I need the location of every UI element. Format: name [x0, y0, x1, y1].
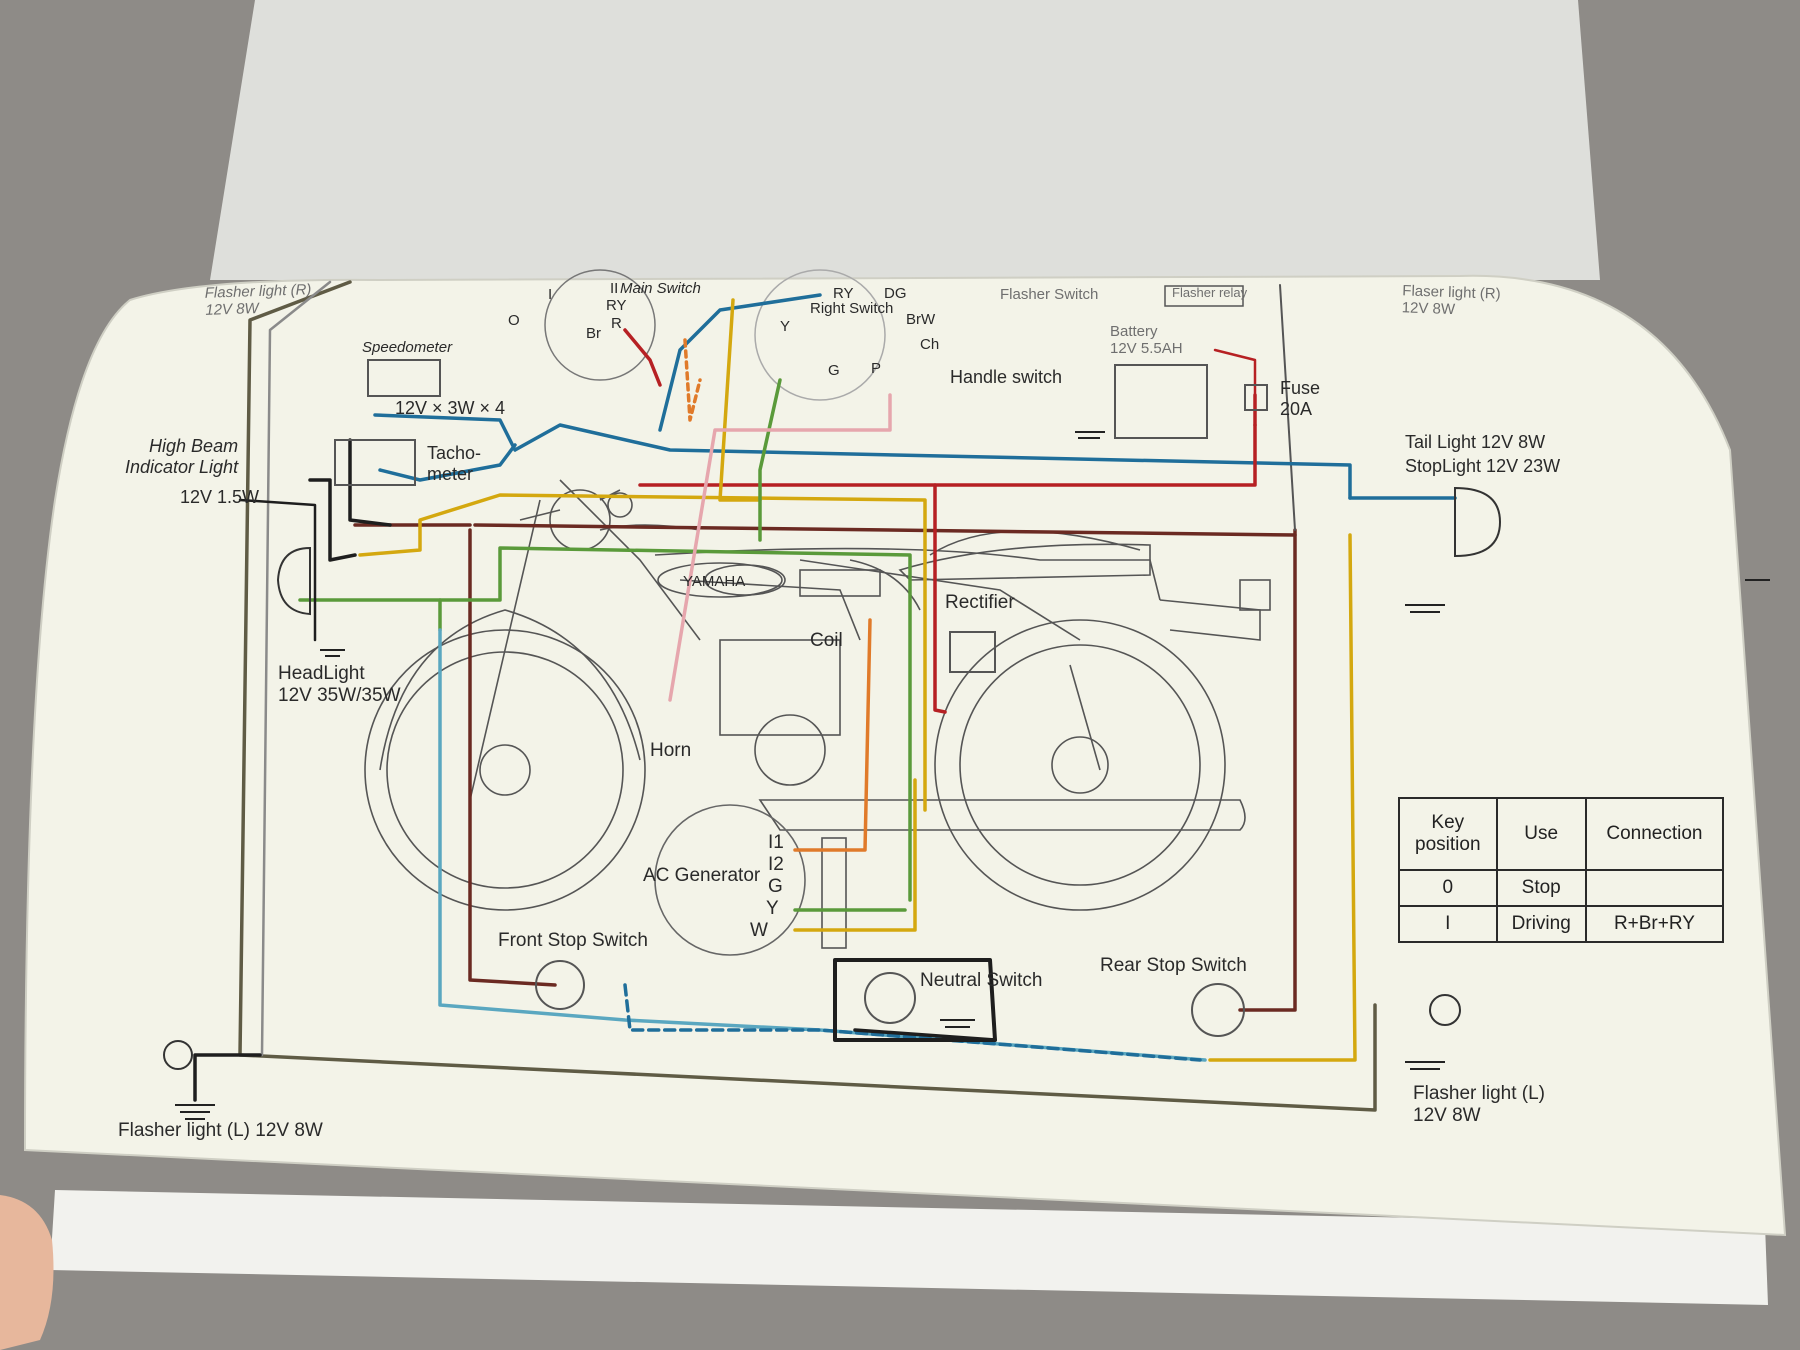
generator-terminal-g: G — [768, 876, 783, 897]
bottom-cover — [50, 1190, 1768, 1305]
fuse-symbol — [1244, 384, 1268, 411]
key-table-header-use: Use — [1495, 797, 1587, 871]
coil-label: Coil — [810, 630, 843, 651]
main-switch-terminal-br: Br — [586, 325, 601, 342]
front-stop-switch-symbol — [535, 960, 585, 1010]
flasher-left-symbol — [163, 1040, 193, 1070]
generator-terminal-y: Y — [766, 898, 779, 919]
right-switch-terminal-brw: BrW — [906, 311, 936, 328]
generator-connector — [821, 837, 847, 949]
right-switch-label: Right Switch — [810, 300, 894, 317]
tail-light-symbol — [1454, 486, 1502, 558]
main-switch-terminal-ry: RY — [606, 297, 627, 314]
right-switch-terminal-dg: DG — [884, 285, 907, 302]
stop-light-label: StopLight 12V 23W — [1405, 456, 1561, 476]
ac-generator-outline — [654, 804, 806, 956]
front-stop-switch-label: Front Stop Switch — [498, 930, 648, 951]
flasher-relay-symbol — [1164, 285, 1244, 307]
key-table-header-connection: Connection — [1584, 797, 1725, 871]
flasher-l-right-label: Flasher light (L)12V 8W — [1413, 1083, 1545, 1126]
flasher-l-left-label: Flasher light (L) 12V 8W — [118, 1120, 323, 1141]
speedometer-symbol — [367, 359, 441, 397]
right-switch-terminal-g: G — [828, 362, 840, 379]
right-switch-outline — [754, 269, 886, 401]
key-table-row: 0 Stop — [1398, 869, 1725, 907]
key-table-header-row: Key position Use Connection — [1398, 797, 1725, 871]
rear-stop-switch-symbol — [1191, 983, 1245, 1037]
key-table-row: I Driving R+Br+RY — [1398, 905, 1725, 943]
key-table-cell: Driving — [1495, 905, 1587, 943]
key-position-table: Key position Use Connection 0 Stop I Dri… — [1398, 797, 1725, 943]
meter-lamps-label: 12V × 3W × 4 — [395, 398, 506, 418]
rectifier-symbol — [949, 631, 996, 673]
thumb — [0, 1195, 54, 1350]
flasher-r-right-label: Flaser light (R)12V 8W — [1401, 282, 1501, 319]
neutral-switch-symbol — [864, 972, 916, 1024]
back-page — [210, 0, 1600, 280]
main-switch-pos-o: O — [508, 312, 520, 329]
ac-generator-label: AC Generator — [643, 865, 761, 886]
speedometer-label: Speedometer — [362, 339, 453, 356]
key-table-cell: 0 — [1398, 869, 1498, 907]
right-switch-terminal-p: P — [871, 360, 882, 377]
diagram-sheet — [23, 274, 1787, 1237]
tail-light-label: Tail Light 12V 8W — [1405, 432, 1546, 452]
flasher-switch-label: Flasher Switch — [1000, 286, 1099, 303]
battery-symbol — [1114, 364, 1208, 439]
headlight-symbol — [276, 546, 311, 616]
main-switch-pos-i: I — [548, 286, 553, 303]
ground-symbols — [175, 431, 1445, 1120]
main-switch-pos-ii: II — [610, 280, 619, 297]
yamaha-tank-badge — [657, 562, 783, 598]
main-switch-outline — [544, 269, 656, 381]
neutral-switch-label: Neutral Switch — [920, 970, 1043, 991]
right-switch-terminal-y: Y — [780, 318, 791, 335]
flasher-relay-label: Flasher relay — [1172, 285, 1248, 300]
main-switch-label: Main Switch — [620, 280, 701, 297]
key-table-cell — [1584, 869, 1725, 907]
right-switch-terminal-ch: Ch — [920, 336, 940, 353]
main-switch-terminal-r: R — [611, 315, 622, 332]
rear-stop-switch-label: Rear Stop Switch — [1100, 955, 1247, 976]
high-beam-label: High Beam Indicator Light — [125, 436, 239, 477]
flasher-right-symbol — [1429, 994, 1461, 1026]
key-table-cell: I — [1398, 905, 1498, 943]
key-table-cell: R+Br+RY — [1584, 905, 1725, 943]
generator-terminal-w: W — [750, 920, 768, 941]
handle-switch-label: Handle switch — [950, 367, 1063, 387]
high-beam-spec: 12V 1.5W — [180, 487, 260, 507]
right-switch-terminal-ry: RY — [833, 285, 854, 302]
tachometer-symbol — [334, 439, 416, 486]
flasher-rr-label: Flasher light (R)12V 8W — [204, 281, 312, 320]
generator-terminal-i1: I1 — [768, 832, 784, 853]
generator-terminal-i2: I2 — [768, 854, 784, 875]
horn-label: Horn — [650, 740, 692, 761]
key-table-cell: Stop — [1495, 869, 1587, 907]
wires — [193, 280, 1457, 1112]
tachometer-label: Tacho- meter — [427, 443, 482, 484]
key-table-header-key: Key position — [1398, 797, 1498, 871]
rectifier-label: Rectifier — [945, 592, 1015, 613]
yamaha-badge-text: YAMAHA — [683, 573, 746, 590]
